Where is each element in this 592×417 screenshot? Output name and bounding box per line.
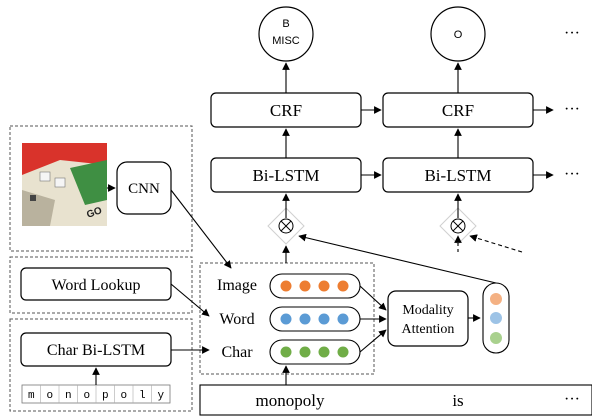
weight-dot-word bbox=[490, 312, 502, 324]
weight-dot-char bbox=[490, 332, 502, 344]
char-vector-dot bbox=[318, 346, 330, 358]
image-vector-dot bbox=[299, 280, 311, 292]
crf-ellipsis: ··· bbox=[564, 101, 580, 118]
bilstm-label-1: Bi-LSTM bbox=[252, 166, 319, 185]
char-vector-dot bbox=[337, 346, 349, 358]
output-tag-circle-1 bbox=[258, 6, 314, 62]
char-cells: m o n o p o l y bbox=[21, 384, 171, 404]
word-vector-dot bbox=[318, 313, 330, 325]
char-cell-5: p bbox=[102, 390, 109, 402]
cnn-label: CNN bbox=[128, 181, 160, 197]
output-ellipsis: ··· bbox=[564, 25, 580, 42]
modality-attention-box bbox=[387, 290, 469, 347]
char-vector-dot bbox=[280, 346, 292, 358]
image-modality-label: Image bbox=[217, 277, 257, 294]
weight-dot-image bbox=[490, 293, 502, 305]
char-encoder-panel bbox=[9, 318, 193, 412]
output-tag-2: O bbox=[454, 29, 463, 41]
word-vector-dot bbox=[337, 313, 349, 325]
arrow-char-attention bbox=[359, 329, 387, 353]
char-cell-2: o bbox=[46, 390, 53, 402]
char-vector bbox=[269, 339, 361, 365]
multiply-node-1 bbox=[267, 207, 305, 245]
monopoly-board-photo: GO bbox=[22, 143, 107, 226]
output-tag-1-line2: MISC bbox=[272, 35, 300, 47]
multiply-node-2 bbox=[439, 207, 477, 245]
circled-times-icon bbox=[450, 218, 466, 234]
output-tag-1-line1: B bbox=[282, 18, 289, 30]
char-cell-8: y bbox=[157, 390, 164, 402]
word-vector bbox=[269, 306, 361, 332]
input-word-2: is bbox=[452, 391, 463, 410]
cnn-box bbox=[116, 161, 172, 215]
modality-panel bbox=[199, 262, 375, 375]
modality-attention-line1: Modality bbox=[402, 303, 453, 318]
char-cell-7: l bbox=[139, 390, 146, 402]
arrow-wordlookup-word bbox=[170, 283, 210, 317]
char-bilstm-label: Char Bi-LSTM bbox=[47, 342, 145, 359]
word-lookup-label: Word Lookup bbox=[52, 277, 141, 294]
modality-attention-line2: Attention bbox=[402, 322, 455, 337]
arrow-cnn-image bbox=[170, 189, 232, 269]
svg-text:GO: GO bbox=[85, 205, 104, 221]
char-cell-4: o bbox=[83, 390, 90, 402]
input-word-1: monopoly bbox=[256, 391, 325, 410]
bilstm-ellipsis: ··· bbox=[564, 166, 580, 183]
arrow-image-attention bbox=[359, 285, 387, 311]
circled-times-icon bbox=[278, 218, 294, 234]
word-vector-dot bbox=[280, 313, 292, 325]
image-vector-dot bbox=[318, 280, 330, 292]
bilstm-label-2: Bi-LSTM bbox=[424, 166, 491, 185]
input-sentence-box bbox=[199, 384, 592, 416]
visual-encoder-panel bbox=[9, 125, 193, 252]
char-cell-6: o bbox=[120, 390, 127, 402]
word-encoder-panel bbox=[9, 256, 193, 314]
crf-label-1: CRF bbox=[270, 101, 302, 120]
image-vector-dot bbox=[280, 280, 292, 292]
char-modality-label: Char bbox=[221, 344, 253, 361]
char-vector-dot bbox=[299, 346, 311, 358]
image-vector bbox=[269, 273, 361, 299]
char-cell-1: m bbox=[28, 390, 35, 402]
word-vector-dot bbox=[299, 313, 311, 325]
attention-weights bbox=[482, 282, 510, 354]
crf-label-2: CRF bbox=[442, 101, 474, 120]
image-vector-dot bbox=[337, 280, 349, 292]
output-tag-circle-2 bbox=[430, 6, 486, 62]
char-cell-3: n bbox=[65, 390, 72, 402]
arrow-dashed-attention-2 bbox=[469, 234, 523, 253]
arrow-weights-multiply1 bbox=[298, 233, 497, 284]
word-modality-label: Word bbox=[219, 311, 254, 328]
input-ellipsis: ··· bbox=[564, 391, 580, 408]
